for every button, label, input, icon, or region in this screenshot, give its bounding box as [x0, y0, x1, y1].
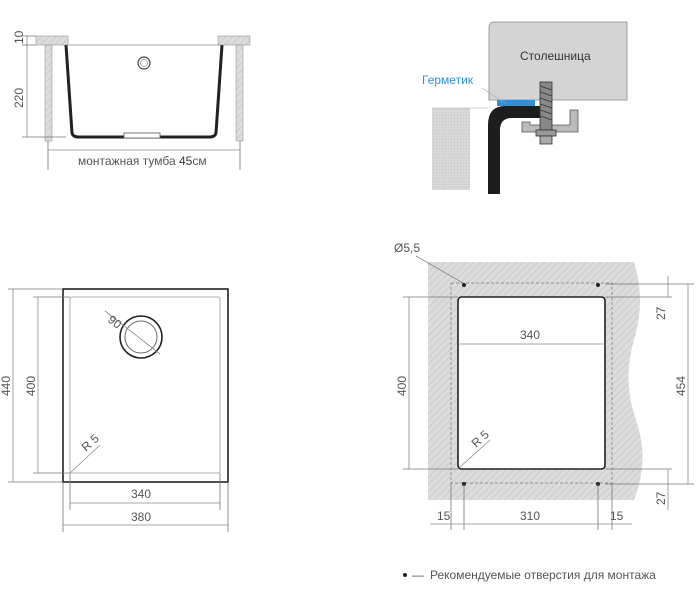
detail-cabinet	[432, 108, 470, 190]
detail-sink-wall	[488, 106, 540, 194]
cutout-opening	[457, 296, 606, 470]
cutout-dim-hole-spacing: 310	[520, 509, 540, 523]
side-cabinet-wall-left	[44, 44, 53, 142]
legend-text: Рекомендуемые отверстия для монтажа	[430, 568, 656, 582]
legend: — Рекомендуемые отверстия для монтажа	[403, 568, 656, 582]
cutout-dim-inner-height: 400	[395, 376, 409, 396]
side-dim-height: 220	[12, 88, 26, 108]
top-drain-outer	[119, 315, 163, 359]
top-drain-inner	[124, 320, 158, 354]
side-countertop-left	[35, 35, 69, 46]
detail-view: Столешница Герметик	[422, 21, 628, 194]
top-view: 90 R 5 440 400 340 380	[0, 288, 229, 532]
legend-dash: —	[412, 568, 424, 582]
cutout-hole-diameter: Ø5,5	[394, 241, 420, 255]
side-sink-body	[64, 44, 224, 139]
side-overflow-hole	[137, 56, 151, 70]
top-dim-inner-width: 340	[131, 487, 151, 501]
cutout-dim-offset-left: 15	[437, 509, 451, 523]
cutout-dim-inner-width: 340	[520, 328, 540, 342]
cutout-sink-outline	[450, 282, 613, 484]
top-dim-inner-height: 400	[24, 376, 38, 396]
side-drain-plate	[123, 132, 161, 139]
top-corner-radius: R 5	[79, 431, 102, 454]
top-dim-outer-height: 440	[0, 376, 13, 396]
legend-bullet	[403, 573, 407, 577]
detail-countertop	[488, 21, 628, 101]
detail-countertop-label: Столешница	[520, 49, 591, 63]
cutout-dim-offset-top: 27	[654, 306, 668, 320]
cutout-hole-tl	[462, 283, 466, 287]
cutout-view: Ø5,5 340 R 5 400 27 27 454 15 310 15	[394, 241, 694, 530]
top-dim-outer-width: 380	[131, 510, 151, 524]
side-cabinet-label: монтажная тумба 45см	[78, 154, 207, 168]
side-dim-top: 10	[12, 30, 26, 44]
cutout-dim-total-height: 454	[674, 376, 688, 396]
cutout-dim-offset-right: 15	[610, 509, 624, 523]
top-sink-outer	[62, 288, 229, 483]
detail-sealant-label: Герметик	[422, 73, 474, 87]
top-sink-inner	[69, 296, 221, 474]
cutout-countertop	[428, 262, 643, 500]
side-countertop-right	[217, 35, 251, 46]
detail-sealant	[497, 100, 535, 106]
cutout-hole-tr	[596, 283, 600, 287]
cutout-dim-offset-bottom: 27	[654, 491, 668, 505]
side-view: 10 220 монтажная тумба 45см	[12, 30, 251, 170]
side-cabinet-wall-right	[235, 44, 244, 142]
